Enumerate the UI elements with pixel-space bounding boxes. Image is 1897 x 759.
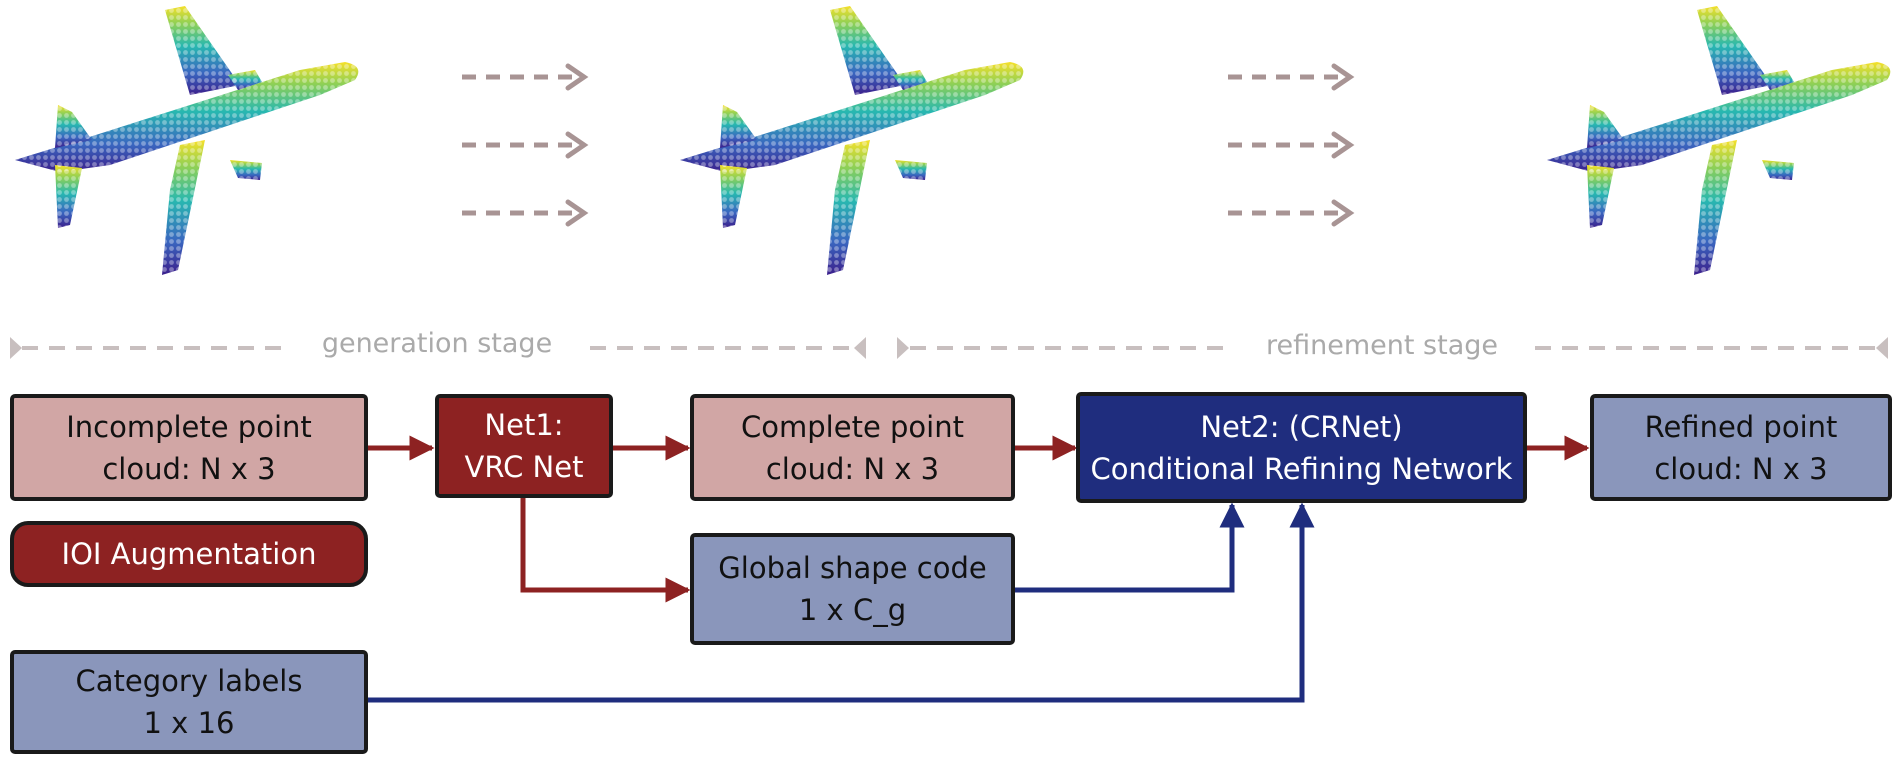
refinement-stage-right-cap (1876, 337, 1888, 359)
incomplete-point-cloud-label: Incomplete point cloud: N x 3 (66, 409, 312, 486)
airplane-point-cloud-incomplete (15, 6, 359, 275)
refinement-stage-left-cap (897, 337, 909, 359)
category-labels-label: Category labels 1 x 16 (75, 664, 303, 740)
global-shape-code-label: Global shape code 1 x C_g (718, 551, 987, 627)
arrow-category-to-net2 (366, 502, 1315, 703)
incomplete-point-cloud-box: Incomplete point cloud: N x 3 (10, 394, 368, 501)
dashed-arrows-left (462, 74, 578, 216)
red-connectors (366, 435, 1590, 603)
net2-box: Net2: (CRNet) Conditional Refining Netwo… (1076, 392, 1527, 503)
ioi-augmentation-label: IOI Augmentation (61, 537, 317, 571)
net1-box: Net1: VRC Net (435, 394, 613, 498)
global-shape-code-box: Global shape code 1 x C_g (690, 533, 1015, 645)
generation-stage-label: generation stage (321, 328, 553, 359)
ioi-augmentation-box: IOI Augmentation (10, 521, 368, 587)
airplane-point-cloud-refined (1547, 6, 1891, 275)
complete-point-cloud-label: Complete point cloud: N x 3 (741, 409, 964, 486)
generation-stage-left-cap (10, 337, 22, 359)
category-labels-box: Category labels 1 x 16 (10, 650, 368, 754)
dashed-arrowheads-right (1331, 63, 1355, 227)
complete-point-cloud-box: Complete point cloud: N x 3 (690, 394, 1015, 501)
net1-label: Net1: VRC Net (464, 408, 584, 484)
blue-connectors (366, 502, 1315, 703)
generation-stage-right-cap (854, 337, 866, 359)
net2-label: Net2: (CRNet) Conditional Refining Netwo… (1090, 409, 1513, 486)
dashed-arrows-right (1228, 74, 1344, 216)
arrow-global-code-to-net2 (1013, 502, 1245, 593)
dashed-arrowheads-left (565, 63, 589, 227)
refinement-stage-label: refinement stage (1266, 330, 1498, 361)
arrow-net1-to-global-code (520, 497, 691, 603)
airplane-point-cloud-complete (680, 6, 1024, 275)
refined-point-cloud-box: Refined point cloud: N x 3 (1590, 394, 1892, 501)
refined-point-cloud-label: Refined point cloud: N x 3 (1644, 409, 1838, 486)
